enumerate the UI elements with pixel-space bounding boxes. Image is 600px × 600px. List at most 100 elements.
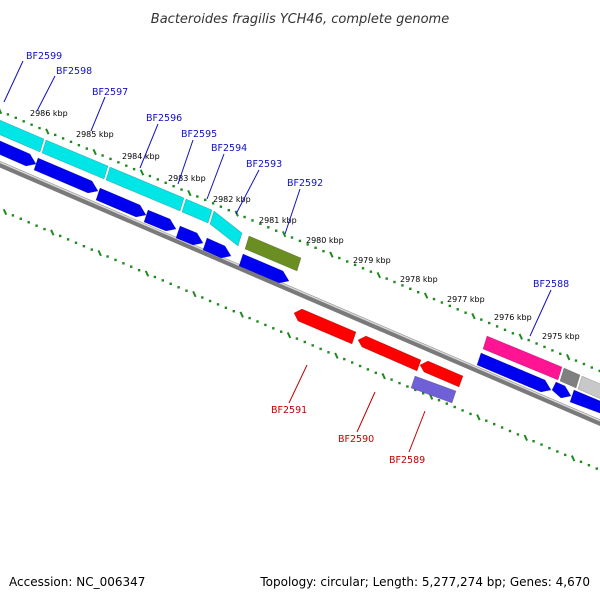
minor-tick [272, 327, 275, 330]
kbp-label: 2985 kbp [76, 130, 114, 139]
minor-tick [343, 357, 346, 361]
minor-tick [322, 250, 325, 253]
minor-tick [161, 279, 164, 282]
gene-feature-bf2592[interactable] [244, 235, 302, 272]
minor-tick [180, 188, 183, 191]
minor-tick [314, 246, 317, 249]
minor-tick [495, 325, 499, 328]
cds-arrow[interactable] [476, 352, 552, 393]
major-tick [566, 354, 571, 361]
gene-label-bf2591[interactable]: BF2591 [271, 405, 307, 416]
minor-tick [461, 409, 464, 412]
minor-tick [232, 310, 235, 313]
cds-arrow[interactable] [238, 253, 290, 284]
kbp-label: 2982 kbp [213, 195, 251, 204]
cds-arrow[interactable] [175, 225, 204, 246]
gene-label-bf2589[interactable]: BF2589 [389, 455, 425, 466]
gene-feature-light-grey[interactable] [577, 375, 600, 399]
minor-tick [548, 446, 551, 450]
cds-arrow[interactable] [202, 237, 232, 259]
cds-arrow[interactable] [143, 209, 177, 232]
minor-tick [243, 215, 246, 219]
minor-tick [101, 154, 104, 157]
minor-tick [351, 361, 354, 364]
gene-label-bf2596[interactable]: BF2596 [146, 113, 182, 124]
gene-feature-bf2595[interactable] [181, 198, 213, 224]
gene-label-bf2592[interactable]: BF2592 [287, 178, 323, 189]
minor-tick [448, 304, 451, 308]
minor-tick [27, 221, 30, 224]
gene-feature-bf2589-red[interactable] [419, 360, 464, 388]
minor-tick [114, 258, 117, 262]
minor-tick [106, 255, 109, 258]
minor-tick [196, 195, 199, 198]
cds-arrow[interactable] [95, 187, 147, 218]
minor-tick [19, 217, 22, 220]
minor-tick [338, 256, 341, 260]
minor-tick [406, 385, 409, 388]
minor-tick [130, 265, 133, 268]
minor-tick [311, 344, 314, 347]
cds-arrow[interactable] [569, 389, 600, 415]
gene-feature-bf2591[interactable] [293, 308, 357, 345]
minor-tick [204, 198, 207, 202]
major-tick [471, 313, 476, 320]
minor-tick [259, 222, 262, 225]
minor-tick [156, 178, 159, 181]
major-tick [570, 455, 576, 462]
minor-tick [366, 368, 370, 371]
minor-tick [556, 450, 559, 453]
forward-gene-labels: BF2599 BF2598 BF2597 BF2596 BF2595 BF259… [26, 51, 569, 290]
major-tick [381, 373, 386, 380]
gene-label-bf2588[interactable]: BF2588 [533, 279, 569, 290]
minor-tick [122, 262, 125, 265]
minor-tick [551, 349, 554, 352]
minor-tick [185, 289, 188, 292]
minor-tick [564, 453, 567, 457]
cds-arrow[interactable] [0, 140, 37, 167]
gene-feature-bf2590[interactable] [357, 335, 422, 372]
minor-tick [280, 330, 283, 333]
minor-tick [361, 267, 365, 270]
cds-arrow[interactable] [33, 157, 99, 194]
minor-tick [353, 263, 357, 267]
minor-tick [437, 399, 441, 402]
minor-tick [208, 299, 212, 303]
major-tick [92, 148, 97, 156]
major-tick [518, 333, 523, 340]
gene-feature-bf2598-bf2597[interactable] [41, 139, 109, 180]
kbp-label: 2976 kbp [494, 313, 532, 322]
major-tick [376, 271, 381, 279]
gene-feature-bf2588[interactable] [482, 335, 563, 381]
gene-feature-grey[interactable] [559, 367, 581, 389]
gene-label-bf2598[interactable]: BF2598 [56, 66, 92, 77]
minor-tick [469, 412, 472, 416]
minor-tick [369, 270, 373, 273]
minor-tick [374, 371, 377, 374]
cds-arrow[interactable] [551, 381, 572, 399]
gene-label-bf2590[interactable]: BF2590 [338, 434, 374, 445]
gene-feature-bf2594[interactable] [209, 210, 243, 247]
gene-feature-bf2596[interactable] [105, 166, 185, 212]
gene-feature-bf2589[interactable] [410, 375, 457, 404]
gene-label-bf2593[interactable]: BF2593 [246, 159, 282, 170]
minor-tick [267, 226, 270, 229]
minor-tick [417, 291, 420, 294]
genome-backbone [0, 161, 600, 426]
map-title: Bacteroides fragilis YCH46, complete gen… [151, 12, 449, 27]
minor-tick [77, 144, 81, 147]
major-tick [139, 169, 145, 176]
minor-tick [227, 209, 230, 212]
topology-text: Topology: circular; Length: 5,277,274 bp… [260, 575, 590, 589]
major-tick [2, 208, 8, 216]
gene-label-bf2594[interactable]: BF2594 [211, 143, 247, 154]
kbp-label: 2981 kbp [259, 216, 297, 225]
minor-tick [358, 364, 362, 368]
gene-label-bf2595[interactable]: BF2595 [181, 129, 217, 140]
gene-feature-bf2599[interactable] [0, 118, 45, 153]
gene-label-bf2597[interactable]: BF2597 [92, 87, 128, 98]
kbp-label: 2979 kbp [353, 256, 391, 265]
gene-label-bf2599[interactable]: BF2599 [26, 51, 62, 62]
minor-tick [14, 116, 17, 119]
minor-tick [303, 340, 306, 344]
